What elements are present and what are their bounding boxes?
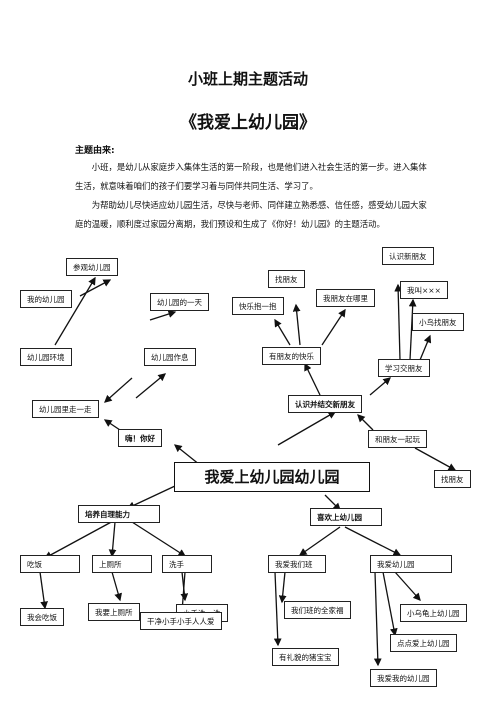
center-topic: 我爱上幼儿园幼儿园 [174, 462, 370, 492]
node-rest-time: 幼儿园作息 [144, 348, 196, 366]
node-bird-friend: 小鸟找朋友 [412, 313, 464, 331]
intro-text: 小班，是幼儿从家庭步入集体生活的第一阶段，也是他们进入社会生活的第一步。进入集体… [75, 158, 427, 234]
node-find-friend: 找朋友 [268, 270, 305, 288]
node-my-kg-2: 我爱我的幼儿园 [370, 669, 437, 687]
node-toilet: 上厕所 [92, 555, 152, 573]
node-find-friend-2: 找朋友 [434, 470, 471, 488]
section-label: 主题由来: [75, 146, 115, 156]
node-where-friend: 我朋友在哪里 [316, 289, 375, 307]
node-i-am: 我叫××× [400, 281, 448, 299]
node-one-day: 幼儿园的一天 [150, 293, 209, 311]
main-title: 小班上期主题活动 [187, 70, 308, 88]
node-happy-hug: 快乐抱一抱 [232, 297, 284, 315]
node-wash: 洗手 [162, 555, 212, 573]
node-play-together: 和朋友一起玩 [368, 430, 427, 448]
node-polite-baby: 有礼貌的猪宝宝 [272, 648, 339, 666]
node-self-care: 培养自理能力 [78, 505, 160, 523]
node-turtle: 小乌龟上幼儿园 [400, 604, 467, 622]
node-diandian: 点点爱上幼儿园 [390, 634, 457, 652]
node-love-kg: 我爱幼儿园 [370, 555, 452, 573]
intro-paragraph-2: 为帮助幼儿尽快适应幼儿园生活，尽快与老师、同伴建立熟悉感、信任感，感受幼儿园大家… [75, 200, 427, 229]
node-class-photo: 我们班的全家福 [284, 601, 351, 619]
node-know-new: 认识新朋友 [382, 247, 434, 265]
node-can-eat: 我会吃饭 [20, 608, 64, 626]
node-learn-friends: 学习交朋友 [378, 359, 430, 377]
subtitle: 《我爱上幼儿园》 [180, 113, 316, 133]
node-environment: 幼儿园环境 [20, 348, 72, 366]
node-like-kg: 喜欢上幼儿园 [310, 508, 382, 526]
node-love-class: 我爱我们班 [268, 555, 326, 573]
intro-paragraph-1: 小班，是幼儿从家庭步入集体生活的第一阶段，也是他们进入社会生活的第一步。进入集体… [75, 162, 427, 191]
node-my-kindergarten: 我的幼儿园 [20, 290, 72, 308]
node-clean-hands: 干净小手小手人人爱 [140, 612, 222, 630]
node-hello: 嗨！你好 [118, 429, 162, 447]
node-visit: 参观幼儿园 [66, 258, 118, 276]
node-joy-friends: 有朋友的快乐 [262, 347, 321, 365]
node-eat: 吃饭 [20, 555, 80, 573]
node-make-friends: 认识并结交新朋友 [288, 395, 362, 413]
node-want-toilet: 我要上厕所 [88, 603, 140, 621]
node-walk: 幼儿园里走一走 [32, 400, 99, 418]
